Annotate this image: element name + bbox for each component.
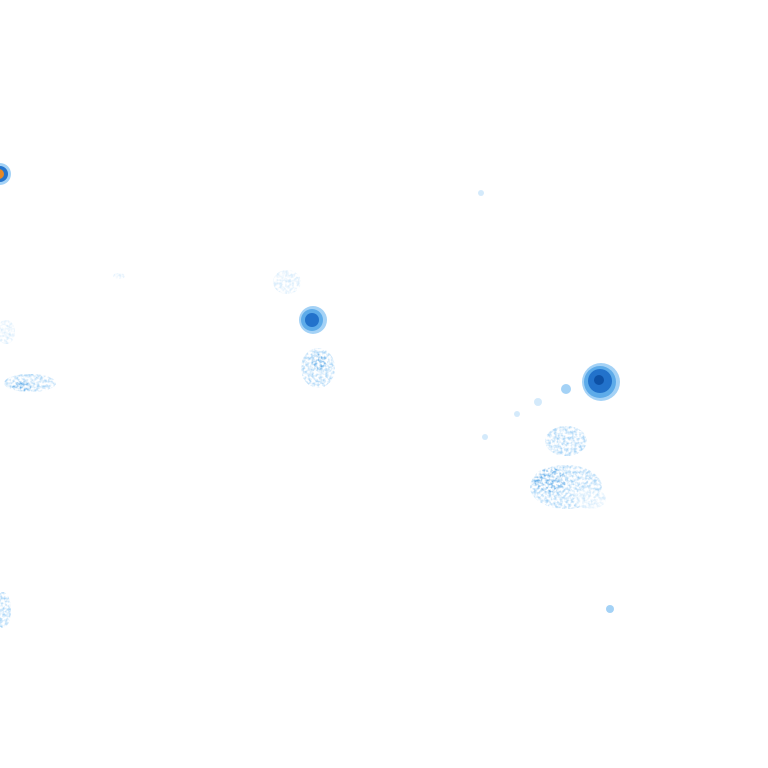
echo-patch <box>273 270 301 294</box>
cell-core <box>305 313 319 327</box>
echo-dot <box>561 384 571 394</box>
echo-patch <box>534 468 566 492</box>
echo-dot <box>606 605 614 613</box>
storm-cell-left-edge <box>0 163 11 185</box>
cell-core-inner <box>594 375 604 385</box>
echo-patch <box>12 381 32 391</box>
echo-dot <box>478 190 484 196</box>
echo-dot <box>482 434 488 440</box>
cell-core <box>0 169 4 179</box>
echo-patch <box>0 592 11 628</box>
echo-dot <box>514 411 520 417</box>
echo-patch <box>545 426 587 456</box>
echo-patch <box>0 320 15 344</box>
echo-patch <box>312 354 328 370</box>
echo-patch <box>574 489 606 509</box>
echo-group-left <box>0 273 125 628</box>
echo-dot <box>534 398 542 406</box>
echo-group-center <box>273 270 335 388</box>
echo-patch <box>113 273 125 279</box>
echo-group-right <box>478 190 620 613</box>
